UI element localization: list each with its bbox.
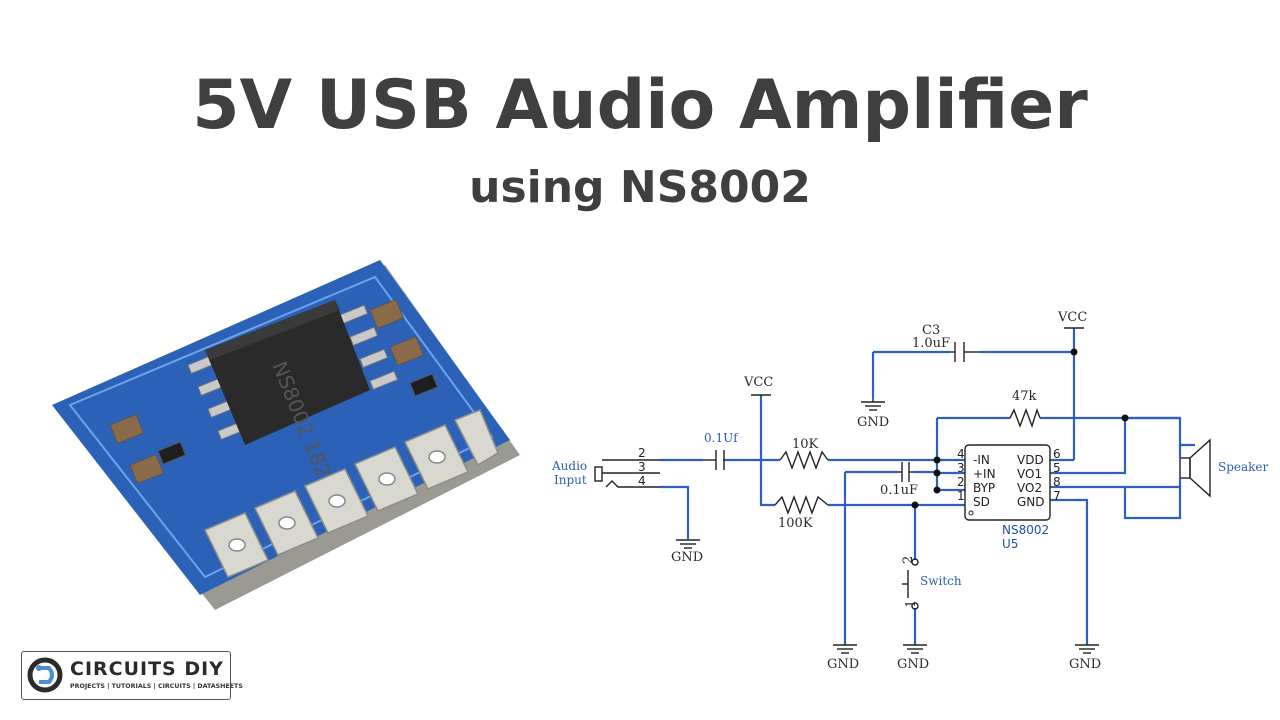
amplifier-board-image: NS8002 182 xyxy=(52,260,520,610)
ic-right-pins: VDD VO1 VO2 GND 6 5 8 7 xyxy=(1017,447,1061,509)
speaker-icon xyxy=(1179,438,1211,498)
speaker-label: Speaker xyxy=(1218,460,1269,474)
page-title: 5V USB Audio Amplifier xyxy=(192,66,1088,145)
schematic-wires xyxy=(660,328,1195,645)
schematic-diagram: C3 1.0uF GND VCC VCC 47k 0.1Uf 10K 100K … xyxy=(551,310,1269,672)
r-100k-label: 100K xyxy=(778,516,813,531)
vcc-right-label: VCC xyxy=(1057,310,1087,325)
switch-pin-2: 2 xyxy=(901,556,916,564)
push-switch xyxy=(902,558,919,610)
ic-pin-number: 6 xyxy=(1053,447,1061,461)
circuits-diy-logo: CIRCUITS DIY PROJECTS | TUTORIALS | CIRC… xyxy=(21,651,243,700)
ic-pin-number: 8 xyxy=(1053,475,1061,489)
ic-pin-number: 5 xyxy=(1053,461,1061,475)
ic-pin-number: 3 xyxy=(957,461,965,475)
ns8002-ic xyxy=(964,444,1051,521)
cap-input-label: 0.1Uf xyxy=(704,431,739,445)
jack-pin-3: 3 xyxy=(638,460,646,474)
capacitor-input xyxy=(703,450,725,470)
resistor-100k xyxy=(774,495,829,515)
ic-pin-name: SD xyxy=(973,495,990,509)
switch-label: Switch xyxy=(920,574,962,588)
resistor-10k xyxy=(779,450,829,470)
ic-pin-number: 7 xyxy=(1053,489,1061,503)
ic-pin-name: VO1 xyxy=(1017,467,1042,481)
capacitor-bypass xyxy=(898,462,913,482)
audio-input-label-2: Input xyxy=(554,473,587,487)
logo-tagline: PROJECTS | TUTORIALS | CIRCUITS | DATASH… xyxy=(70,683,243,690)
r-10k-label: 10K xyxy=(792,437,819,452)
gnd-label: GND xyxy=(827,657,859,672)
ic-ref: U5 xyxy=(1002,537,1018,551)
audio-input-label: Audio xyxy=(551,459,587,473)
logo-icon xyxy=(27,657,63,693)
ic-pin-number: 2 xyxy=(957,475,965,489)
ic-name: NS8002 xyxy=(1002,523,1049,537)
cap-byp-label: 0.1uF xyxy=(880,483,918,498)
ic-pin-name: BYP xyxy=(973,481,995,495)
logo-name: CIRCUITS DIY xyxy=(70,658,224,680)
jack-pin-2: 2 xyxy=(638,446,646,460)
ic-pin-number: 4 xyxy=(957,447,965,461)
gnd-jack-label: GND xyxy=(671,550,703,565)
vcc-left-label: VCC xyxy=(743,375,773,390)
c3-name: C3 xyxy=(922,323,940,338)
c3-value: 1.0uF xyxy=(912,336,950,351)
gnd-label: GND xyxy=(1069,657,1101,672)
audio-jack xyxy=(594,459,660,488)
ic-pin-name: -IN xyxy=(973,453,990,467)
page-subtitle: using NS8002 xyxy=(469,162,811,213)
jack-pin-4: 4 xyxy=(638,474,646,488)
r-47k-label: 47k xyxy=(1012,389,1037,404)
capacitor-c3 xyxy=(950,342,980,362)
ic-pin-name: VDD xyxy=(1017,453,1044,467)
switch-pin-1: 1 xyxy=(904,600,919,608)
ic-left-pins: -IN +IN BYP SD 4 3 2 1 xyxy=(957,447,996,509)
resistor-47k xyxy=(1009,407,1041,429)
ic-pin-name: VO2 xyxy=(1017,481,1042,495)
gnd-c3-label: GND xyxy=(857,415,889,430)
gnd-label: GND xyxy=(897,657,929,672)
ic-pin-name: GND xyxy=(1017,495,1045,509)
ic-pin-number: 1 xyxy=(957,489,965,503)
ic-pin-name: +IN xyxy=(973,467,996,481)
